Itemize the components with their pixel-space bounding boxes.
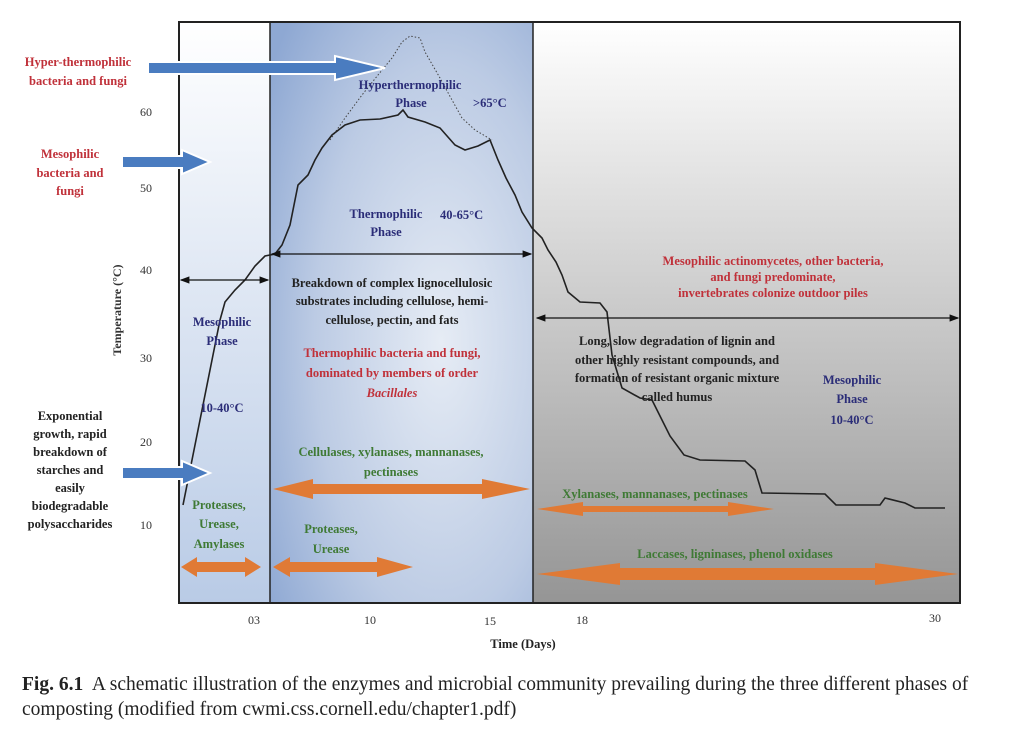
blue-arrow-icon bbox=[121, 148, 213, 176]
x-tick: 15 bbox=[484, 614, 496, 628]
hyper-phase-range: >65°C bbox=[473, 96, 507, 110]
temperature-curve bbox=[182, 108, 945, 509]
caption-label: Fig. 6.1 bbox=[22, 674, 84, 695]
y-tick: 40 bbox=[140, 263, 152, 277]
blue-arrow-icon bbox=[147, 54, 386, 82]
thermo-enzymes-2: Proteases,Urease bbox=[304, 522, 358, 556]
x-axis-label: Time (Days) bbox=[490, 637, 555, 651]
thermo-enzymes-1: Cellulases, xylanases, mannanases,pectin… bbox=[298, 445, 483, 479]
orange-double-arrow bbox=[537, 502, 774, 516]
x-tick: 03 bbox=[248, 613, 260, 627]
late-enzymes-2: Laccases, ligninases, phenol oxidases bbox=[637, 547, 833, 561]
meso-organisms-late: Mesophilic actinomycetes, other bacteria… bbox=[663, 254, 884, 300]
x-tick: 18 bbox=[576, 613, 588, 627]
y-tick: 20 bbox=[140, 435, 152, 449]
blue-arrow-icon bbox=[121, 459, 213, 487]
diagram-canvas: Temperature (°C) 60 50 40 30 20 10 03 10… bbox=[25, 21, 961, 651]
y-tick: 60 bbox=[140, 105, 152, 119]
y-tick: 30 bbox=[140, 351, 152, 365]
y-axis-label: Temperature (°C) bbox=[110, 264, 124, 355]
y-tick: 10 bbox=[140, 518, 152, 532]
y-tick: 50 bbox=[140, 181, 152, 195]
x-tick: 30 bbox=[929, 611, 941, 625]
caption-text: A schematic illustration of the enzymes … bbox=[22, 674, 969, 720]
orange-double-arrow bbox=[181, 557, 261, 577]
phase1-enzymes: Proteases,Urease,Amylases bbox=[192, 498, 246, 551]
phase1-range: 10-40°C bbox=[200, 401, 243, 415]
x-tick: 10 bbox=[364, 613, 376, 627]
orange-double-arrow bbox=[537, 563, 958, 585]
orange-double-arrow bbox=[273, 479, 530, 499]
orange-double-arrow bbox=[273, 557, 413, 577]
figure-caption: Fig. 6.1 A schematic illustration of the… bbox=[22, 672, 1012, 722]
phase3-region bbox=[533, 22, 960, 603]
late-enzymes-1: Xylanases, mannanases, pectinases bbox=[562, 487, 748, 501]
thermo-phase-range: 40-65°C bbox=[440, 208, 483, 222]
hyperthermophilic-curve bbox=[329, 35, 493, 141]
phase1-region bbox=[179, 22, 270, 603]
thermo-organisms: Thermophilic bacteria and fungi,dominate… bbox=[303, 346, 480, 400]
plot-frame bbox=[178, 21, 961, 604]
meso-phase-late-range: 10-40°C bbox=[830, 413, 873, 427]
phase2-region bbox=[270, 22, 533, 603]
